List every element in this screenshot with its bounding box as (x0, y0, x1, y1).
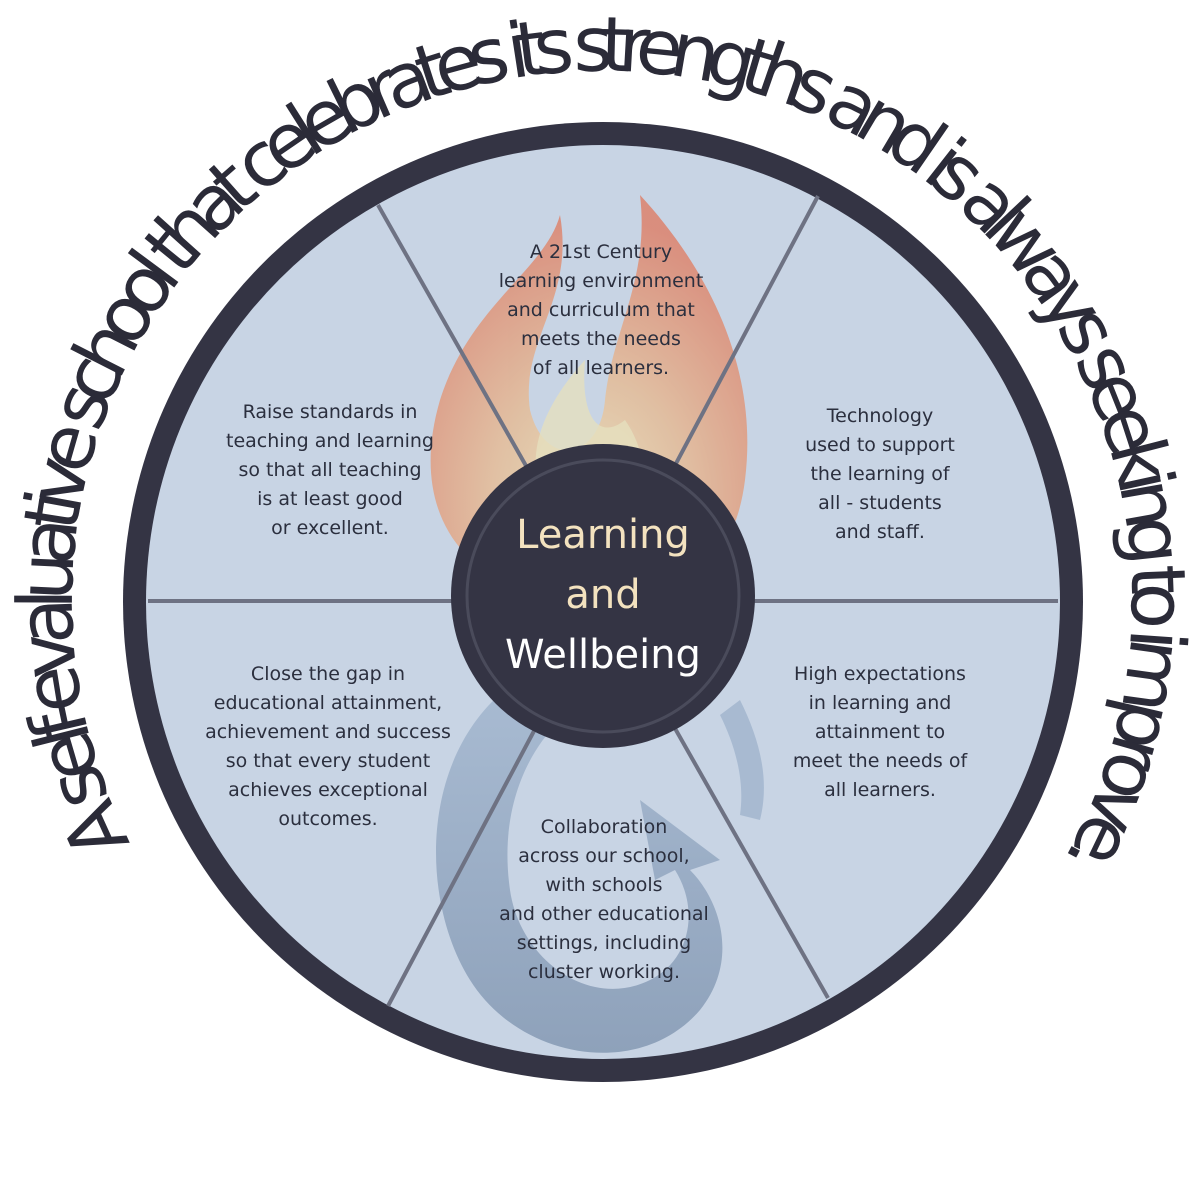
hub-label: Learning and Wellbeing (470, 505, 736, 685)
hub-label-line-2: and (565, 572, 641, 618)
segment-top-text: A 21st Century learning environment and … (498, 241, 704, 379)
hub-inner-ring (465, 458, 741, 734)
segment-lower-left-text: Close the gap in educational attainment,… (205, 663, 451, 830)
segment-upper-right-text: Technology used to support the learning … (805, 405, 955, 543)
hub-outer (451, 444, 755, 748)
hub-label-line-1: Learning (516, 512, 690, 558)
segment-upper-left-text: Raise standards in teaching and learning… (226, 401, 434, 539)
hub-label-line-3: Wellbeing (505, 632, 701, 678)
segment-bottom-text: Collaboration across our school, with sc… (499, 816, 709, 983)
segment-lower-right-text: High expectations in learning and attain… (792, 663, 968, 801)
